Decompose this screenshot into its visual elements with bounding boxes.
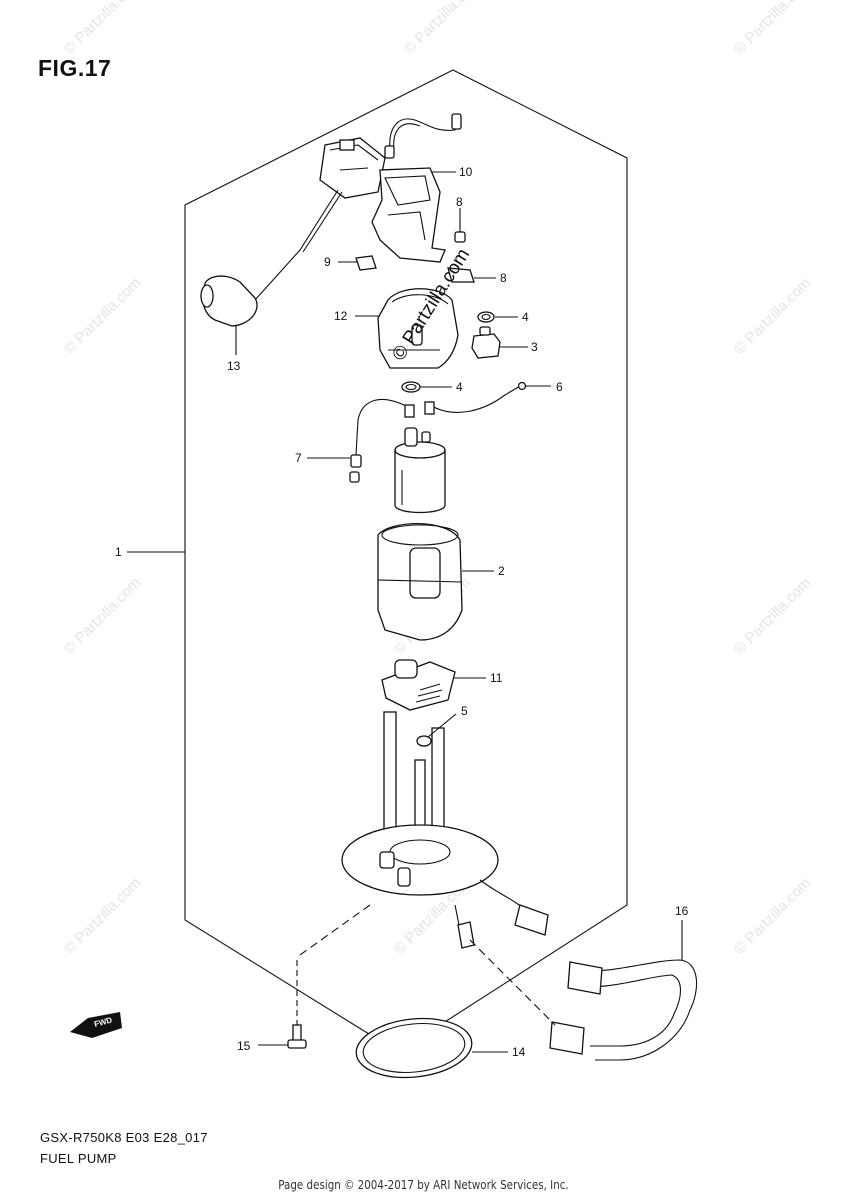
watermark: © Partzilla.com [731,0,814,58]
pump-base-plate [341,711,549,949]
callout-3: 3 [531,340,538,354]
fuel-hose [549,959,698,1061]
callout-4-upper: 4 [522,310,529,324]
callout-4-lower: 4 [456,380,463,394]
o-ring-4-lower [401,381,421,393]
figure-code: GSX-R750K8 E03 E28_017 [40,1130,208,1145]
figure-name: FUEL PUMP [40,1151,117,1166]
fuel-pump-motor [394,427,446,514]
page-credit: Page design © 2004-2017 by ARI Network S… [278,1178,569,1192]
callout-16: 16 [675,904,689,918]
callout-9: 9 [324,255,331,269]
watermark: © Partzilla.com [61,0,144,58]
watermark: © Partzilla.com [61,574,144,657]
float [200,275,258,327]
pump-cover [377,288,459,369]
callout-13: 13 [227,359,241,373]
gasket-ring [355,1017,473,1079]
callout-14: 14 [512,1045,526,1059]
fwd-arrow-icon: FWD [70,1012,122,1038]
callout-8-lower: 8 [500,271,507,285]
figure-title: FIG.17 [38,55,112,81]
fitting-8-side [447,267,475,283]
pressure-regulator [471,326,501,359]
callout-5: 5 [461,704,468,718]
callout-15: 15 [237,1039,251,1053]
clip-9 [355,255,377,271]
leader-lines [127,171,683,1053]
o-ring-5 [416,735,432,747]
watermark: © Partzilla.com [61,874,144,957]
callout-1: 1 [115,545,122,559]
callout-2: 2 [498,564,505,578]
fuel-level-sender [254,137,386,301]
watermark: © Partzilla.com [731,274,814,357]
bolt-15 [287,960,307,1049]
callout-labels: 10 8 9 8 12 4 3 13 4 6 7 1 2 11 5 16 15 … [115,165,689,1059]
bracket [371,167,446,263]
callout-8-upper: 8 [456,195,463,209]
callout-10: 10 [459,165,473,179]
wire-lead-7 [349,399,435,483]
callout-11: 11 [490,671,503,685]
o-ring-4-upper [477,311,495,323]
fuel-filter [381,659,456,711]
watermark: © Partzilla.com [731,574,814,657]
pump-holder [377,522,463,641]
watermark: © Partzilla.com [61,274,144,357]
watermark: © Partzilla.com [401,0,484,58]
wire-harness-top [384,113,462,159]
callout-12: 12 [334,309,348,323]
callout-6: 6 [556,380,563,394]
watermark: © Partzilla.com [731,874,814,957]
callout-7: 7 [295,451,302,465]
bolt-8-top [454,222,466,243]
wire-lead-6 [429,381,527,413]
